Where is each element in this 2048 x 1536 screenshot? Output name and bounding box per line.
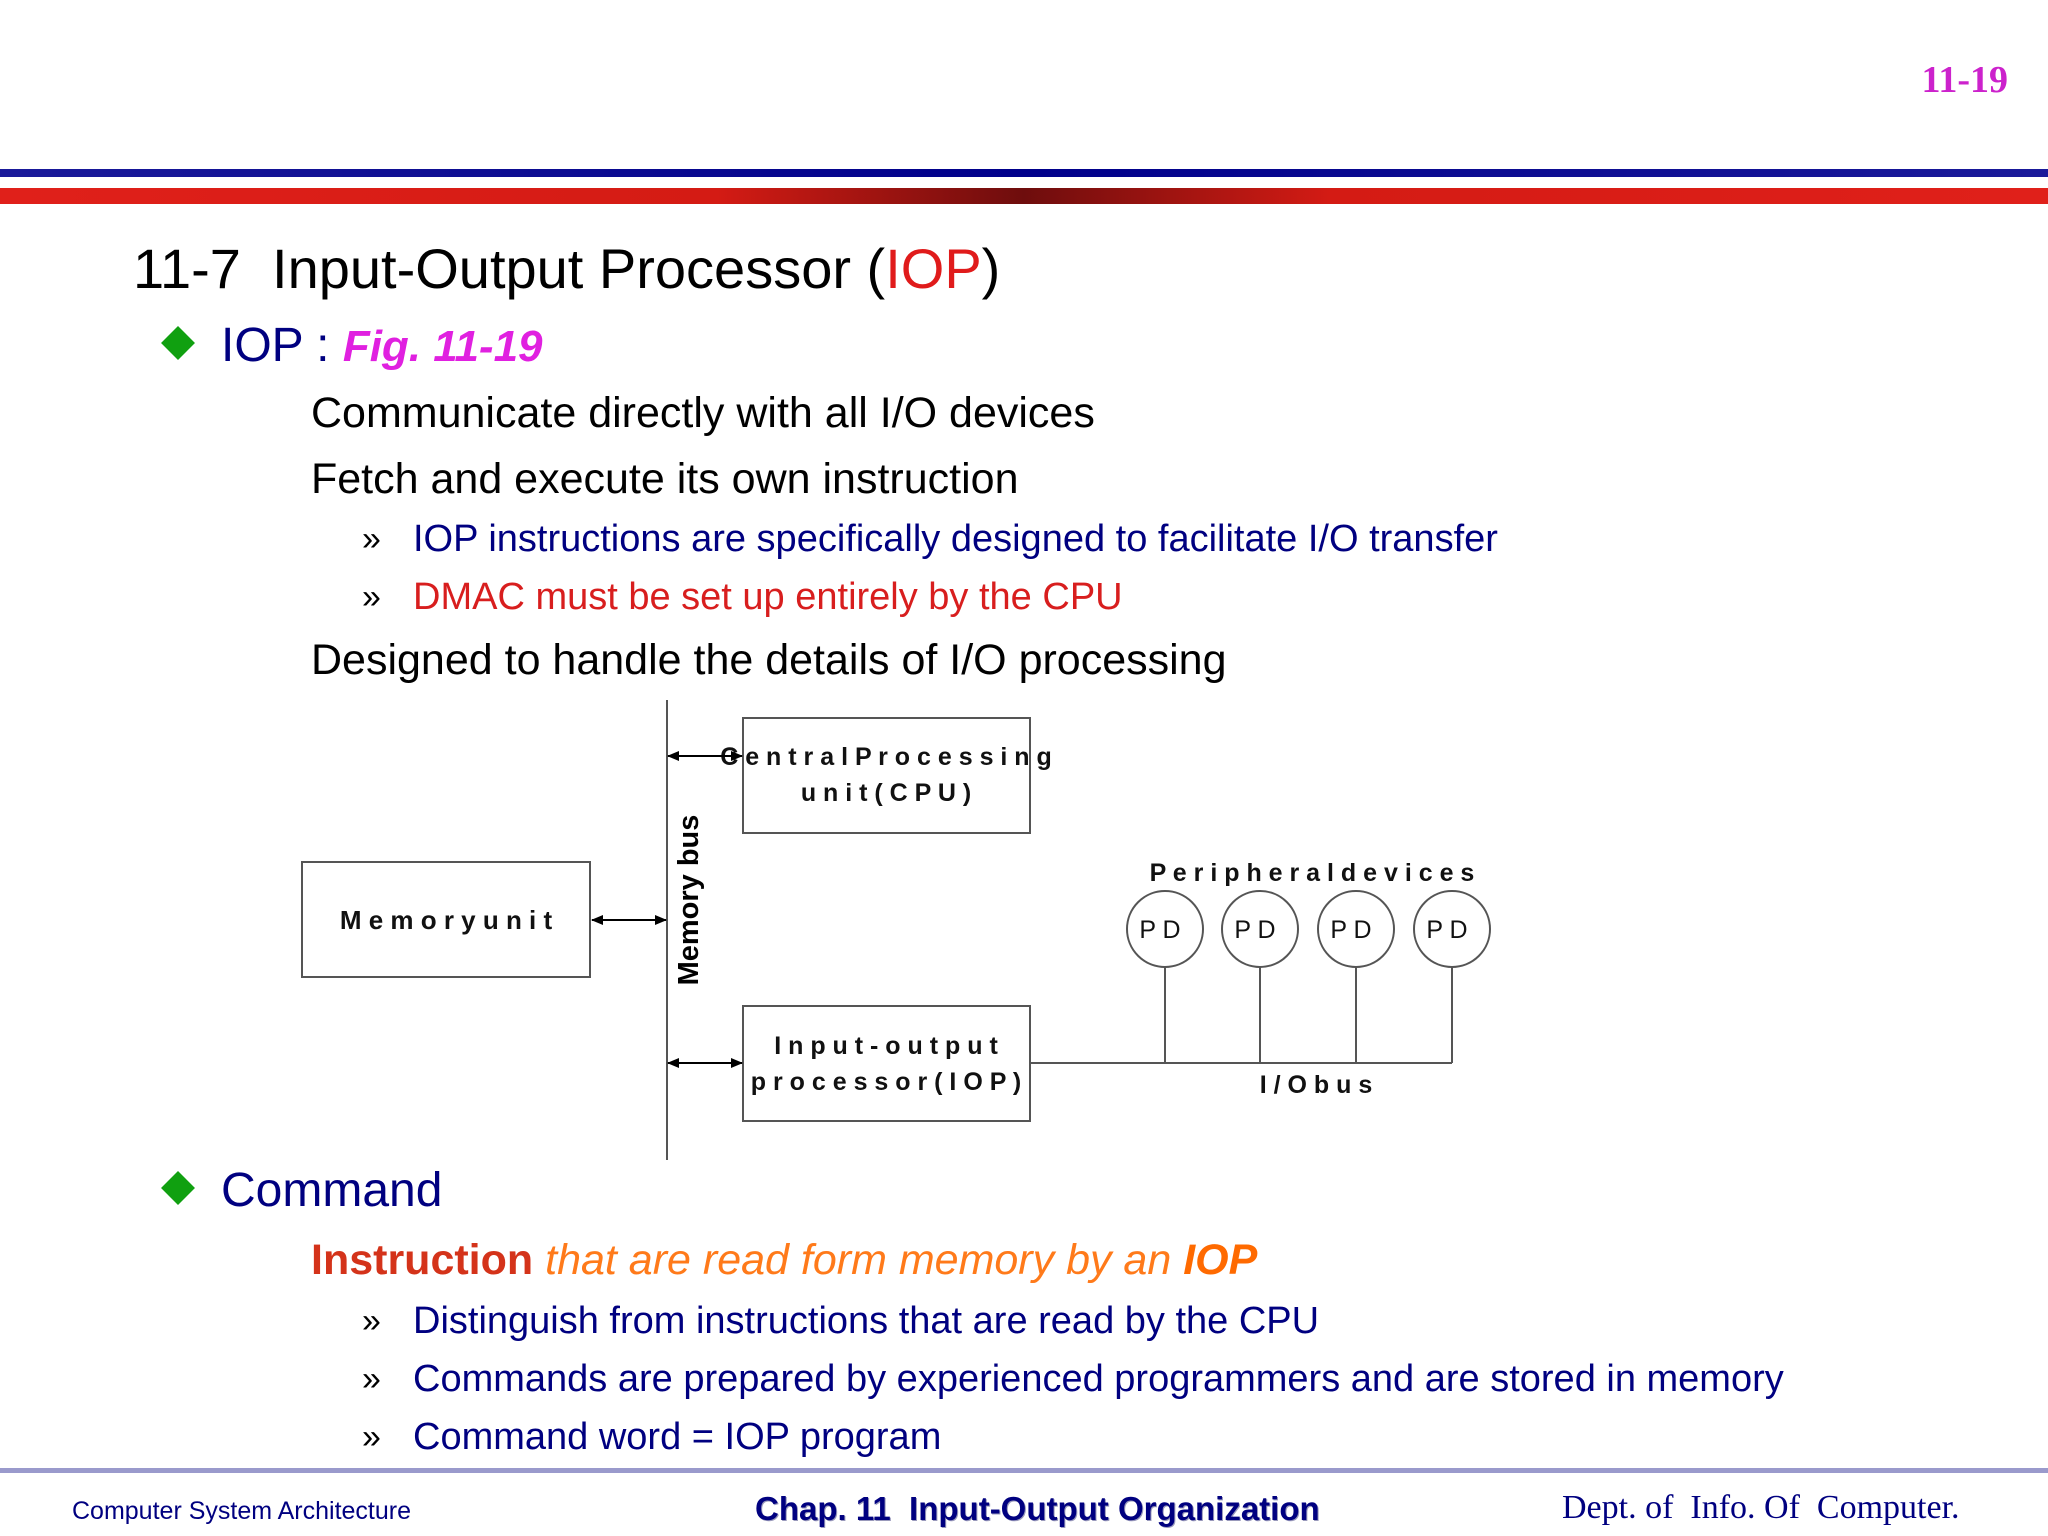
instr-iop: IOP bbox=[1183, 1236, 1258, 1284]
pd-label: P D bbox=[1234, 916, 1275, 944]
memory-bus-label: Memory bus bbox=[673, 815, 705, 986]
figure-reference: Fig. 11-19 bbox=[342, 322, 543, 371]
pd-label: P D bbox=[1426, 916, 1467, 944]
slide-title: 11-7 Input-Output Processor (IOP) bbox=[133, 236, 1000, 301]
sub-bullet-icon: » bbox=[362, 1302, 381, 1340]
cpu-box bbox=[742, 717, 1031, 834]
page-number: 11-19 bbox=[1921, 59, 2008, 101]
sub-bullet-icon: » bbox=[362, 578, 381, 616]
footer-dept: Dept. of Info. Of Computer. bbox=[1562, 1489, 1960, 1526]
title-prefix: 11-7 Input-Output Processor ( bbox=[133, 237, 886, 300]
iop-label-line2: p r o c e s s o r ( I O P ) bbox=[751, 1068, 1021, 1096]
peripheral-device-circle bbox=[1413, 890, 1491, 968]
section-iop-label: IOP : bbox=[221, 319, 343, 372]
io-bus-label: I / O b u s bbox=[1260, 1071, 1373, 1099]
header-rule-blue bbox=[0, 169, 2048, 177]
command-definition: Instruction that are read form memory by… bbox=[311, 1236, 1257, 1285]
title-suffix: ) bbox=[981, 237, 1001, 300]
instr-bold: Instruction bbox=[311, 1236, 534, 1284]
point-fetch-execute: Fetch and execute its own instruction bbox=[311, 455, 1019, 503]
bullet-diamond-icon bbox=[161, 326, 195, 360]
sub-bullet-icon: » bbox=[362, 520, 381, 558]
iop-box bbox=[742, 1005, 1031, 1122]
cpu-label-line2: u n i t ( C P U ) bbox=[801, 779, 971, 807]
sub-bullet-icon: » bbox=[362, 1418, 381, 1456]
section-command-heading: Command bbox=[221, 1164, 443, 1217]
subpoint-distinguish: Distinguish from instructions that are r… bbox=[413, 1300, 1320, 1342]
subpoint-commands-prepared: Commands are prepared by experienced pro… bbox=[413, 1358, 1784, 1400]
memory-unit-label: M e m o r y u n i t bbox=[340, 905, 553, 935]
peripheral-devices-label: P e r i p h e r a l d e v i c e s bbox=[1150, 859, 1475, 887]
pd-label: P D bbox=[1139, 916, 1180, 944]
peripheral-device-circle bbox=[1221, 890, 1299, 968]
title-highlight: IOP bbox=[885, 237, 982, 300]
iop-label-line1: I n p u t - o u t p u t bbox=[774, 1032, 998, 1060]
memory-unit-box bbox=[301, 861, 591, 978]
subpoint-command-word: Command word = IOP program bbox=[413, 1416, 942, 1458]
cpu-label-line1: C e n t r a l P r o c e s s i n g bbox=[720, 743, 1052, 771]
bullet-diamond-icon bbox=[161, 1171, 195, 1205]
sub-bullet-icon: » bbox=[362, 1360, 381, 1398]
header-rule-red bbox=[0, 188, 2048, 204]
subpoint-dmac: DMAC must be set up entirely by the CPU bbox=[413, 576, 1123, 618]
peripheral-device-circle bbox=[1126, 890, 1204, 968]
pd-label: P D bbox=[1330, 916, 1371, 944]
footer-rule bbox=[0, 1468, 2048, 1473]
point-designed-handle: Designed to handle the details of I/O pr… bbox=[311, 636, 1227, 684]
footer-chapter: Chap. 11 Input-Output Organization bbox=[755, 1490, 1320, 1527]
peripheral-device-circle bbox=[1317, 890, 1395, 968]
section-iop-heading: IOP : Fig. 11-19 bbox=[221, 318, 543, 373]
instr-italic: that are read form memory by an bbox=[533, 1236, 1184, 1284]
point-communicate: Communicate directly with all I/O device… bbox=[311, 389, 1095, 437]
subpoint-iop-instructions: IOP instructions are specifically design… bbox=[413, 518, 1498, 560]
footer-course: Computer System Architecture bbox=[72, 1497, 412, 1525]
